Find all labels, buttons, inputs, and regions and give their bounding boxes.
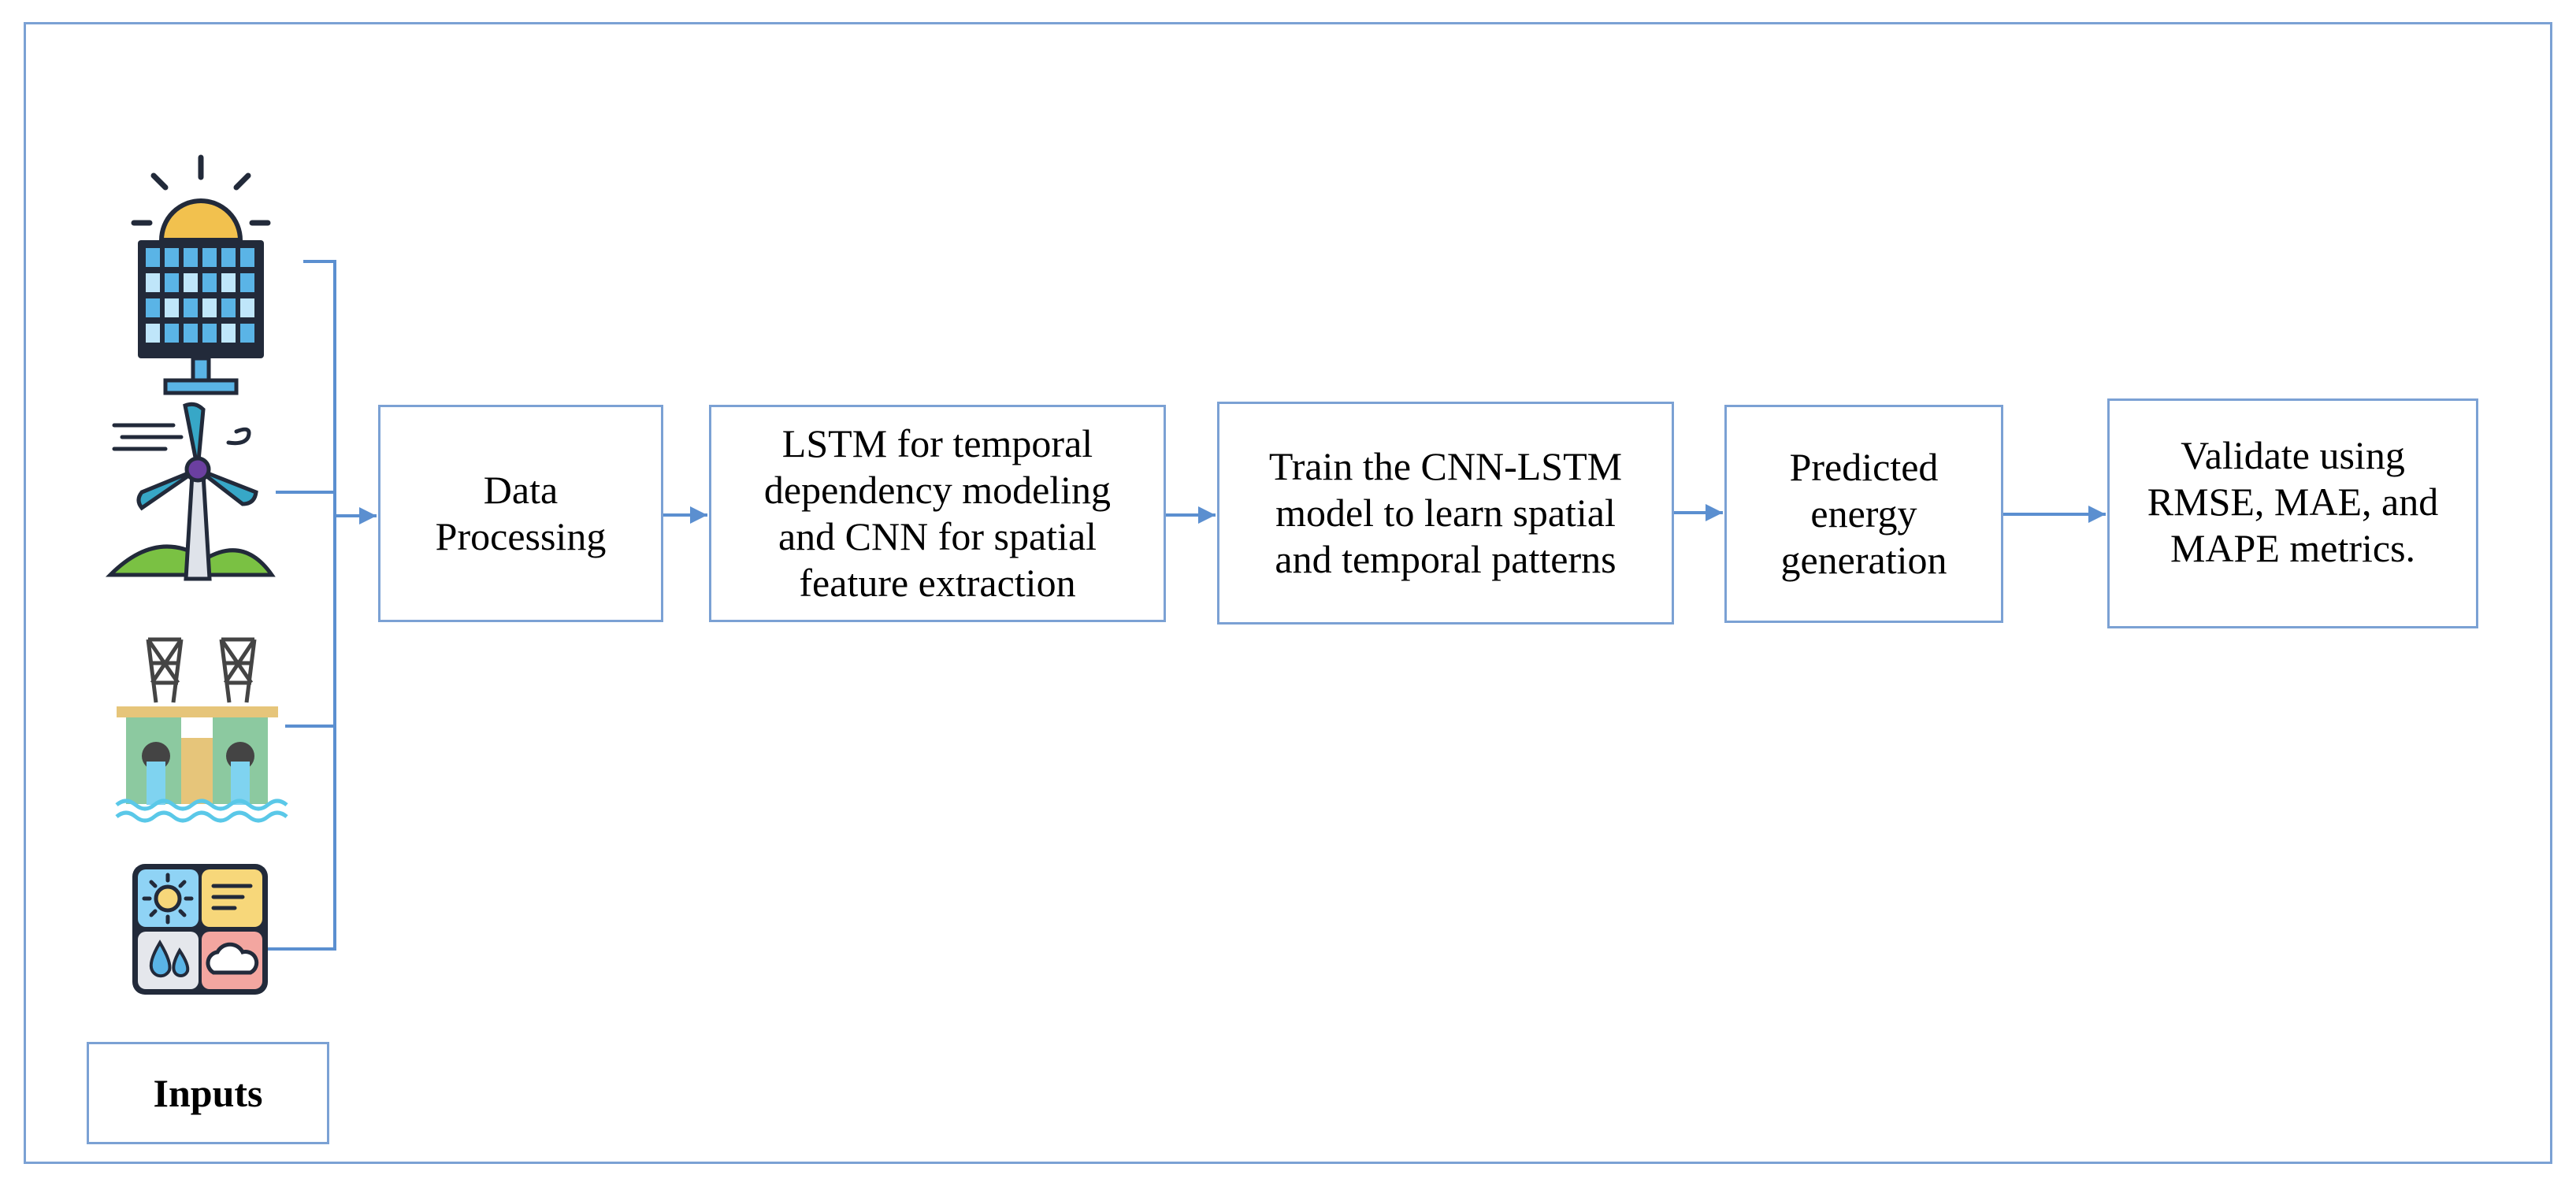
data-processing-box: Data Processing	[378, 405, 663, 622]
bus-weather	[268, 516, 336, 951]
weather-icon	[132, 864, 268, 995]
train-model-line-2: model to learn spatial	[1275, 491, 1616, 535]
data-processing-line-2: Processing	[435, 514, 607, 558]
diagram-frame	[24, 22, 2552, 1164]
inputs-label-text: Inputs	[153, 1070, 263, 1115]
solar-panel-icon	[131, 154, 271, 395]
train-model-line-1: Train the CNN-LSTM	[1268, 444, 1623, 488]
lstm-cnn-line-4: feature extraction	[799, 561, 1076, 605]
lstm-cnn-line-2: dependency modeling	[763, 468, 1112, 512]
predicted-energy-line-1: Predicted	[1789, 445, 1939, 489]
predicted-energy-line-3: generation	[1780, 538, 1947, 582]
data-processing-line-1: Data	[483, 468, 559, 512]
input-bus	[268, 260, 336, 951]
predicted-energy-box: Predicted energy generation	[1724, 405, 2003, 623]
validate-box: Validate using RMSE, MAE, and MAPE metri…	[2107, 398, 2478, 628]
validate-line-2: RMSE, MAE, and	[2147, 479, 2439, 524]
bus-solar	[303, 260, 336, 516]
lstm-cnn-box: LSTM for temporal dependency modeling an…	[709, 405, 1166, 622]
predicted-energy-line-2: energy	[1810, 491, 1917, 536]
validate-line-3: MAPE metrics.	[2170, 525, 2416, 570]
hydro-dam-icon	[115, 637, 288, 823]
train-model-box: Train the CNN-LSTM model to learn spatia…	[1217, 402, 1674, 625]
train-model-line-3: and temporal patterns	[1275, 537, 1616, 581]
lstm-cnn-line-1: LSTM for temporal	[781, 421, 1093, 465]
wind-turbine-icon	[105, 402, 276, 581]
lstm-cnn-line-3: and CNN for spatial	[778, 514, 1097, 558]
inputs-label: Inputs	[87, 1042, 329, 1144]
validate-line-1: Validate using	[2181, 432, 2405, 477]
